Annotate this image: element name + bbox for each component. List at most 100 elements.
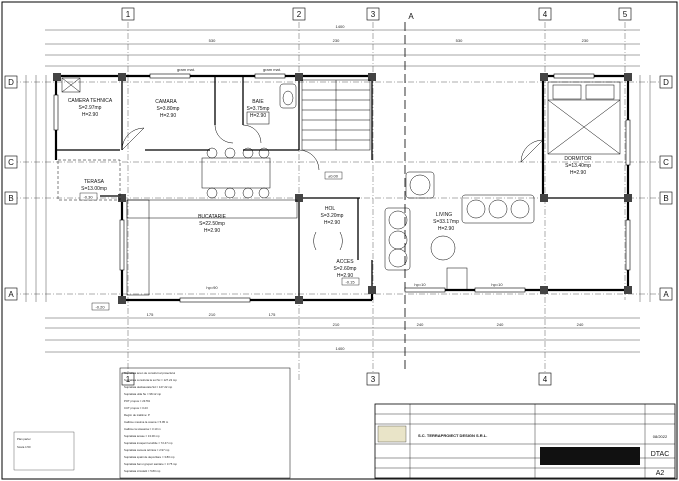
room-height: H=2.90	[82, 112, 98, 118]
notes-text: Suprafata teren de construit al proiectu…	[124, 371, 177, 473]
windows	[53, 73, 631, 303]
structural-columns	[53, 73, 632, 304]
bathroom-fixtures	[61, 77, 297, 125]
note-line: Suprafata circulatii = 5.80 mp	[124, 469, 161, 473]
window-label: hp=10	[414, 282, 426, 287]
level-value: -0.30	[83, 195, 93, 200]
room-area: S=2.97mp	[79, 105, 102, 111]
side-note: Plan parter	[17, 437, 31, 441]
axis-label: 4	[543, 375, 548, 384]
room-height: H=2.90	[570, 170, 586, 176]
axis-label: D	[8, 78, 14, 87]
level-marks: -0.30 ±0.00 -0.15 -0.20	[79, 171, 360, 311]
dimension-label: 230	[582, 38, 589, 43]
dimension-label: 210	[333, 322, 340, 327]
redacted-field	[540, 447, 640, 465]
grid-axis-letters: D C B A D C B A	[4, 75, 673, 301]
dimension-label: 240	[497, 322, 504, 327]
room-area: S=3.80mp	[157, 106, 180, 112]
dimension-label: 240	[577, 322, 584, 327]
company-logo	[377, 425, 407, 443]
axis-label: C	[663, 158, 669, 167]
note-line: Suprafata spatii de depozitare = 3.80 mp	[124, 455, 175, 459]
dimension-label: 530	[456, 38, 463, 43]
axis-label: B	[663, 194, 668, 203]
door-swings	[121, 124, 544, 251]
note-line: Inaltime maxima la coama = 5.95 m	[124, 420, 169, 424]
room-height: H=2.90	[438, 226, 454, 232]
note-line: Suprafata construita la sol Sc = 127.22 …	[124, 378, 177, 382]
window-label: hp=10	[491, 282, 503, 287]
room-area: S=2.60mp	[334, 266, 357, 272]
room-name: CAMERA TEHNICA	[68, 98, 113, 104]
dimension-label: 175	[269, 312, 276, 317]
grid-axis-bottom: 1 3 4	[121, 372, 552, 386]
side-note: Scara 1:50	[17, 445, 31, 449]
dimension-label: 230	[333, 38, 340, 43]
axis-label: 3	[371, 375, 376, 384]
dimension-label: 240	[417, 322, 424, 327]
staircase	[301, 79, 371, 151]
level-value: -0.15	[345, 280, 355, 285]
room-area: S=3.20mp	[321, 213, 344, 219]
dimension-lines-right	[639, 75, 651, 302]
note-line: CUT propus = 0.23	[124, 406, 148, 410]
living-furniture	[384, 171, 535, 291]
inner-walls	[56, 76, 628, 300]
note-line: Suprafata bai si grupuri sanitare = 3.75…	[124, 462, 177, 466]
axis-label: 4	[543, 10, 548, 19]
note-line: POT propus = 23.5%	[124, 399, 151, 403]
room-height: H=2.90	[324, 220, 340, 226]
level-value: -0.20	[95, 305, 105, 310]
room-name: ACCES	[336, 259, 354, 265]
note-line: Suprafata teren de construit al proiectu…	[124, 371, 175, 375]
title-block: S.C. TERRAPROIECT DESIGN S.R.L. 08/2022 …	[374, 403, 676, 479]
room-height: H=2.90	[160, 113, 176, 119]
dining-table	[201, 147, 271, 199]
axis-label: 1	[126, 375, 131, 384]
level-value: ±0.00	[328, 174, 339, 179]
room-name: HOL	[325, 206, 336, 212]
room-name: LIVING	[436, 212, 453, 218]
axis-label: A	[663, 290, 669, 299]
window-label: hp=90	[206, 285, 218, 290]
room-area: S=22.50mp	[199, 221, 225, 227]
dimension-label: 530	[209, 38, 216, 43]
note-line: Suprafata utila Su = 98.12 mp	[124, 392, 162, 396]
side-notes-box	[13, 431, 75, 471]
dimension-label: 175	[147, 312, 154, 317]
room-height: H=2.90	[204, 228, 220, 234]
note-line: Regim de inaltime: P	[124, 413, 150, 417]
room-name: BAIE	[252, 99, 264, 105]
axis-label: 1	[126, 10, 131, 19]
dimension-lines-top	[45, 29, 640, 67]
dimension-lines-bottom	[45, 317, 640, 353]
room-area: S=33.17mp	[433, 219, 459, 225]
dimension-label: 210	[209, 312, 216, 317]
axis-label: C	[8, 158, 14, 167]
room-name: TERASA	[84, 179, 105, 185]
grid-axis-top: 1 2 3 4 5 A	[121, 7, 632, 21]
room-area: S=13.00mp	[81, 186, 107, 192]
notes-box	[119, 367, 291, 479]
window-label: gram mat.	[263, 67, 281, 72]
sheet-number: A2	[656, 470, 665, 477]
room-area: S=3.75mp	[247, 106, 270, 112]
note-line: Suprafata terase = 13.00 mp	[124, 434, 160, 438]
drawing-code: DTAC	[651, 451, 670, 458]
note-line: Suprafata camera tehnica = 2.97 mp	[124, 448, 170, 452]
axis-label: 3	[371, 10, 376, 19]
note-line: Inaltime la streasina = 3.10 m	[124, 427, 161, 431]
axis-label: 5	[623, 10, 628, 19]
dimension-lines-left	[25, 75, 47, 302]
kitchen-counter	[126, 199, 298, 296]
axis-label: 2	[297, 10, 302, 19]
window-label: gram mat.	[177, 67, 195, 72]
room-height: H=2.90	[250, 113, 266, 119]
room-area: S=13.40mp	[565, 163, 591, 169]
note-line: Suprafata incaperi locuibile = 72.47 mp	[124, 441, 173, 445]
room-name: DORMITOR	[564, 156, 592, 162]
